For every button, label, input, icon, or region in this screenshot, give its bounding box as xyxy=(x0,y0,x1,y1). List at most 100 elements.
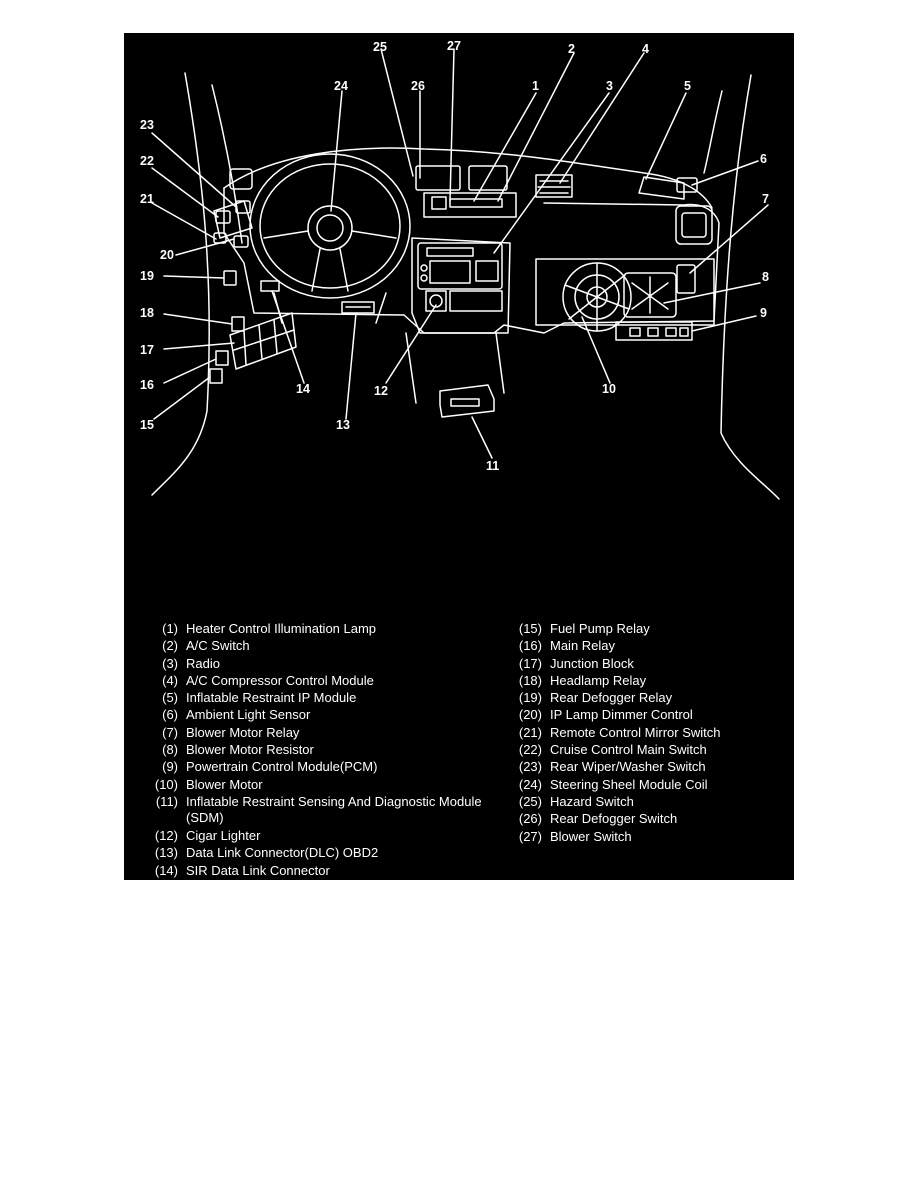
leader-25 xyxy=(380,48,414,177)
steering-spoke-left xyxy=(263,230,309,239)
main-relay xyxy=(215,350,229,366)
sdm-box xyxy=(439,384,495,418)
callout-26: 26 xyxy=(411,79,425,93)
legend-label: Rear Wiper/Washer Switch xyxy=(550,759,706,775)
leader-27 xyxy=(449,48,455,202)
legend-label: Blower Motor xyxy=(186,776,263,792)
legend-label: Cigar Lighter xyxy=(186,827,261,843)
ambient-light-sensor xyxy=(676,177,698,193)
callout-labels: 25 27 2 4 24 26 1 3 5 23 6 22 21 7 20 19… xyxy=(140,39,769,473)
right-a-pillar xyxy=(720,74,780,500)
steering-spoke-right xyxy=(351,230,397,239)
blower-motor-relay xyxy=(676,264,696,294)
legend-number: (8) xyxy=(162,742,178,758)
legend-number: (9) xyxy=(162,759,178,775)
leader-2 xyxy=(497,52,575,202)
leader-10 xyxy=(581,316,611,384)
steering-hub-inner xyxy=(316,214,344,242)
leader-1 xyxy=(473,92,537,202)
legend-item: (15)Fuel Pump Relay xyxy=(508,621,788,637)
dashboard-illustration: 25 27 2 4 24 26 1 3 5 23 6 22 21 7 20 19… xyxy=(140,39,780,500)
callout-22: 22 xyxy=(140,154,154,168)
dlc-connector xyxy=(341,301,375,314)
legend-item: (19)Rear Defogger Relay xyxy=(508,690,788,706)
leader-8 xyxy=(663,282,761,304)
legend-item: (23) Rear Wiper/Washer Switch xyxy=(508,759,788,775)
leader-14 xyxy=(271,290,305,384)
legend-number: (7) xyxy=(162,724,178,740)
callout-11: 11 xyxy=(486,459,499,473)
callout-21: 21 xyxy=(140,192,154,206)
legend-label: A/C Switch xyxy=(186,638,250,654)
callout-19: 19 xyxy=(140,269,154,283)
leader-6 xyxy=(691,160,759,186)
fuel-pump-relay xyxy=(209,368,223,384)
callout-7: 7 xyxy=(762,192,769,206)
callout-5: 5 xyxy=(684,79,691,93)
callout-9: 9 xyxy=(760,306,767,320)
ac-compressor-module xyxy=(535,174,573,198)
leader-3 xyxy=(493,92,610,254)
legend: (1)Heater Control Illumination Lamp (2)A… xyxy=(124,621,794,880)
pcm-connectors xyxy=(629,327,689,337)
leader-11 xyxy=(471,416,493,459)
legend-label: Main Relay xyxy=(550,638,616,654)
left-a-pillar xyxy=(151,72,210,496)
legend-label: Ambient Light Sensor xyxy=(186,707,311,723)
legend-item: (14)SIR Data Link Connector xyxy=(144,863,484,879)
legend-number: (27) xyxy=(518,828,542,844)
legend-label: Inflatable Restraint IP Module xyxy=(186,690,357,706)
legend-number: (13) xyxy=(154,845,178,861)
right-vent-outer xyxy=(675,205,713,245)
legend-item: (4)A/C Compressor Control Module xyxy=(144,673,484,689)
legend-label: Blower Motor Relay xyxy=(186,724,300,740)
legend-item: (18)Headlamp Relay xyxy=(508,673,788,689)
radio-knob-2 xyxy=(420,274,428,282)
center-console-outline xyxy=(411,237,511,334)
leader-16 xyxy=(163,358,217,384)
callout-18: 18 xyxy=(140,306,154,320)
legend-number: (11) xyxy=(155,793,178,809)
callout-10: 10 xyxy=(602,382,616,396)
callout-4: 4 xyxy=(642,42,649,56)
legend-number: (4) xyxy=(162,672,178,688)
legend-number: (2) xyxy=(162,638,178,654)
leader-19 xyxy=(163,275,225,279)
diagram-panel: 25 27 2 4 24 26 1 3 5 23 6 22 21 7 20 19… xyxy=(124,33,794,880)
legend-item: (22)Cruise Control Main Switch xyxy=(508,742,788,758)
legend-item: (20)IP Lamp Dimmer Control xyxy=(508,707,788,723)
legend-column-left: (1)Heater Control Illumination Lamp (2)A… xyxy=(144,621,484,880)
leader-7 xyxy=(689,204,769,274)
legend-item: (8) Blower Motor Resistor xyxy=(144,742,484,758)
sdm-slot xyxy=(450,398,480,407)
legend-number: (1) xyxy=(162,621,178,636)
rear-defogger-relay xyxy=(223,270,237,286)
left-vent xyxy=(229,168,253,190)
callout-17: 17 xyxy=(140,343,154,357)
legend-number: (6) xyxy=(162,707,178,723)
legend-label: Cruise Control Main Switch xyxy=(550,742,707,758)
legend-number: (26) xyxy=(518,811,542,827)
legend-number: (23) xyxy=(518,759,542,775)
legend-label: Blower Motor Resistor xyxy=(186,742,314,758)
cigar-lighter-bezel xyxy=(425,290,447,312)
legend-item: (16)Main Relay xyxy=(508,638,788,654)
legend-item: (6) Ambient Light Sensor xyxy=(144,707,484,723)
legend-number: (20) xyxy=(518,707,542,723)
radio-buttons xyxy=(429,260,471,284)
steering-hub xyxy=(307,205,353,251)
headlamp-relay xyxy=(231,316,245,332)
legend-number: (15) xyxy=(518,621,542,636)
cluster-window-1 xyxy=(415,165,461,191)
leader-4 xyxy=(559,52,645,184)
legend-number: (12) xyxy=(154,827,178,843)
callout-3: 3 xyxy=(606,79,613,93)
legend-item: (10)Blower Motor xyxy=(144,777,484,793)
legend-item: (13)Data Link Connector(DLC) OBD2 xyxy=(144,845,484,861)
ac-switch-strip xyxy=(449,198,503,208)
legend-number: (17) xyxy=(518,655,542,671)
leader-22 xyxy=(151,167,219,218)
switch-20 xyxy=(233,235,249,248)
legend-number: (14) xyxy=(154,862,178,878)
radio-right xyxy=(475,260,499,282)
